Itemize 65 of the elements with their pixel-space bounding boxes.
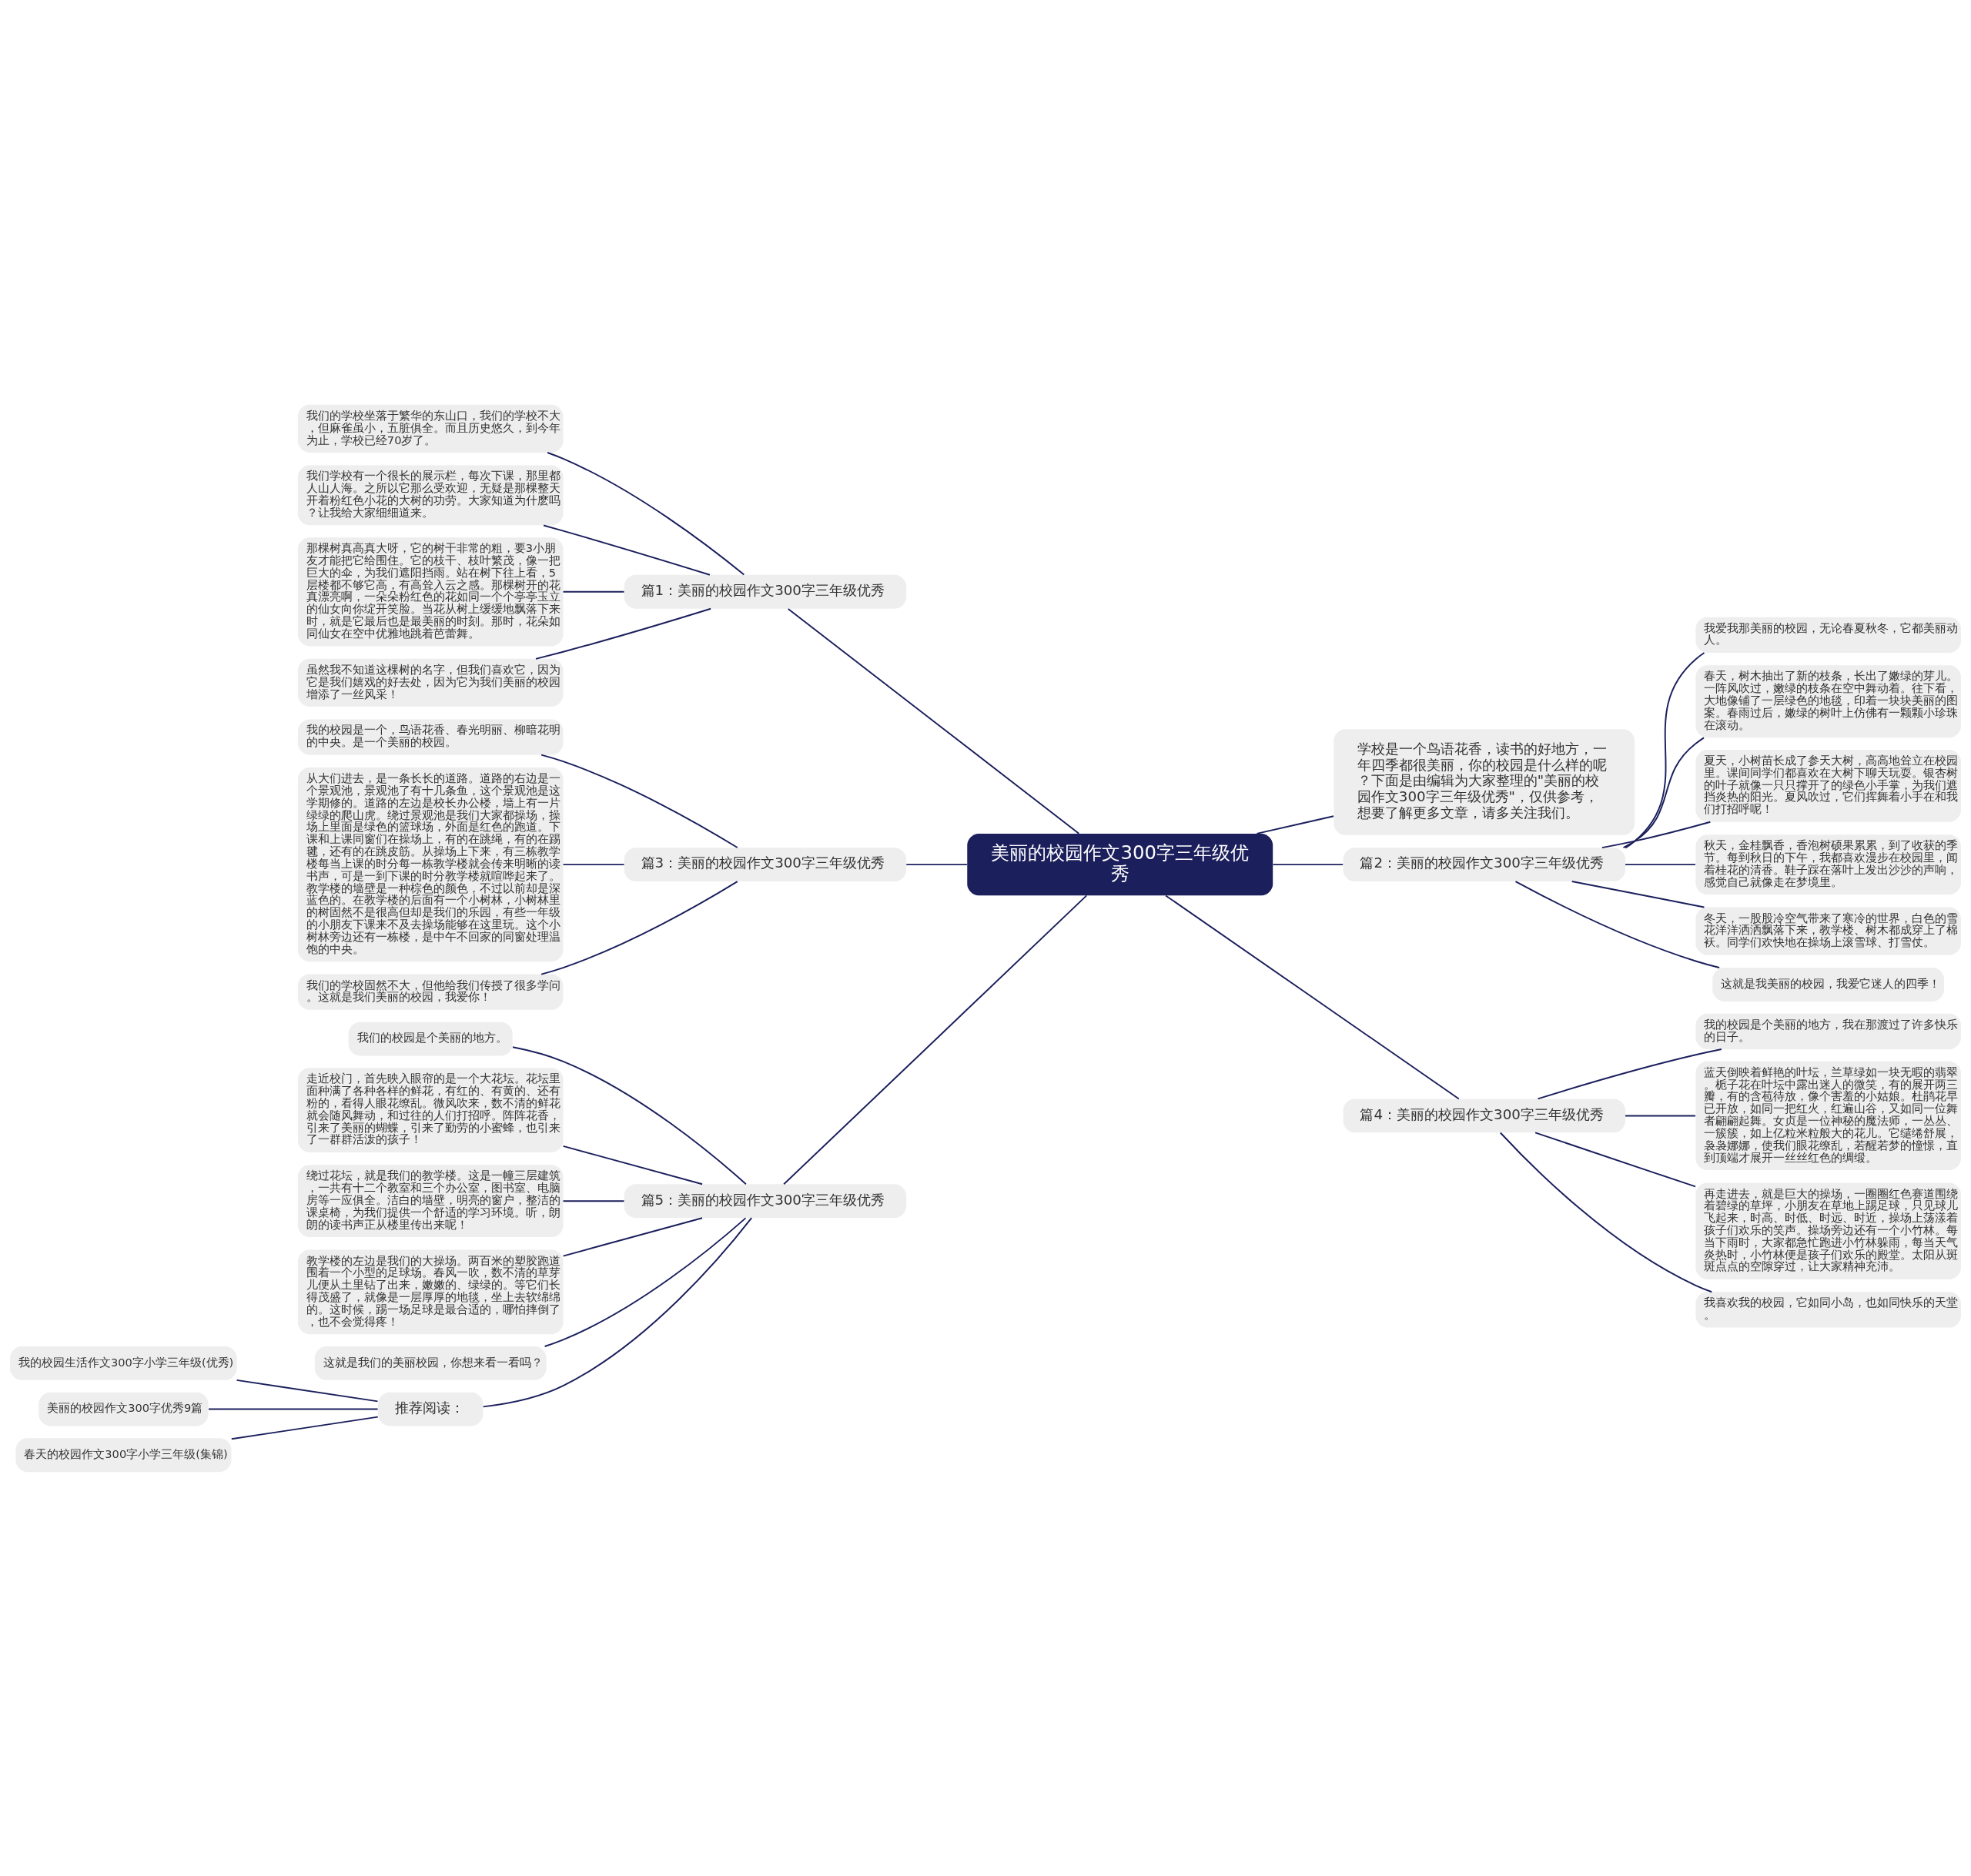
node-box: 从大们进去，是一条长长的道路。道路的右边是一个景观池，景观池了有十几条鱼，这个景观池是这学期修的。道路的左边是校长办公楼，墙上有一片绿绿的爬山虎。绕过景观池是我们大家都操场，操场上里面是绿色的篮球场，外面是红色的跑道。下课和上课同窗们在操场上，有的在跳绳，有的在踢毽，还有的在跳皮筋。从操场上下来，有三栋教学楼每当上课的时分每一栋教学楼就会传来明晰的读书声，可是一到下课的时分教学楼就喧哗起来了。教学楼的墙壁是一种棕色的颜色，不过以前却是深蓝色的。在教学楼的后面有一个小树林，小树林里的树固然不是很高但却是我们的乐园，有些一年级的小朋友下课来不及去操场能够在这里玩。这个小树林旁边还有一栋楼，是中午不回家的同窗处理温饱的中央。	[297, 767, 564, 961]
node-box: 蓝天倒映着鲜艳的叶坛，兰草绿如一块无暇的翡翠。栀子花在叶坛中露出迷人的微笑，有的展开两三瓣，有的含苞待放，像个害羞的小姑娘。杜鹃花早已开放，如同一把红火，红遍山谷，又如同一位舞者翩翩起舞。女贞是一位神秘的魔法师，一丛丛、一簇簇，如上亿粒米粒般大的花儿。它缱绻舒展，袅袅娜娜，使我们眼花缭乱，若醒若梦的憧憬，直到顶端才展开一丝丝红色的绸缎。	[1695, 1061, 1961, 1170]
node-box: 那棵树真高真大呀，它的树干非常的粗，要3小朋友才能把它给围住。它的枝干、枝叶繁茂，像一把巨大的伞，为我们遮阳挡雨。站在树下往上看，5层楼都不够它高，有高耸入云之感。那棵树开的花真漂亮啊，一朵朵粉红色的花如同一个个亭亭玉立的仙女向你绽开笑脸。当花从树上缓缓地飘落下来时，就是它最后也是最美丽的时刻。那时，花朵如同仙女在空中优雅地跳着芭蕾舞。	[297, 537, 564, 646]
connector	[482, 1216, 753, 1407]
connector	[1256, 814, 1334, 834]
connector	[1537, 1048, 1722, 1099]
node-box: 我的校园是一个，鸟语花香、春光明丽、柳暗花明的中央。是一个美丽的校园。	[297, 718, 564, 755]
node-box: 美丽的校园作文300字优秀9篇	[38, 1392, 209, 1426]
node-box: 推荐阅读：	[378, 1392, 484, 1426]
node-box: 这就是我们的美丽校园，你想来看一看吗？	[314, 1346, 547, 1380]
node-box: 夏天，小树苗长成了参天大树，高高地耸立在校园里。课间同学们都喜欢在大树下聊天玩耍。银杏树的叶子就像一只只撑开了的绿色小手掌，为我们遮挡炎热的阳光。夏风吹过，它们挥舞着小手在和我们打招呼呢！	[1695, 749, 1961, 822]
node-box: 我们的校园是个美丽的地方。	[348, 1022, 513, 1055]
node-box: 篇2：美丽的校园作文300字三年级优秀	[1343, 847, 1625, 881]
connector	[1499, 1132, 1713, 1292]
connector	[540, 754, 738, 848]
connector	[1601, 821, 1712, 848]
connector	[905, 863, 968, 865]
connector	[230, 1416, 379, 1440]
node-box: 我爱我那美丽的校园，无论春夏秋冬，它都美丽动人。	[1695, 617, 1961, 653]
node-box: 绕过花坛，就是我们的教学楼。这是一幢三层建筑，一共有十二个教室和三个办公室，图书室、电脑房等一应俱全。洁白的墙壁，明亮的窗户，整洁的课桌椅，为我们提供一个舒适的学习环境。听，朗朗的读书声正从楼里传出来呢！	[297, 1164, 564, 1237]
node-box: 篇5：美丽的校园作文300字三年级优秀	[624, 1183, 907, 1218]
connector	[1571, 880, 1705, 908]
connector	[547, 451, 745, 576]
node-box: 我们学校有一个很长的展示栏，每次下课，那里都人山人海。之所以它那么受欢迎，无疑是那棵整天开着粉红色小花的大树的功劳。大家知道为什麽吗？让我给大家细细道来。	[297, 464, 564, 525]
node-box: 篇4：美丽的校园作文300字三年级优秀	[1343, 1099, 1625, 1132]
connector	[787, 607, 1080, 834]
connector	[1625, 863, 1696, 865]
node-box: 我喜欢我的校园，它如同小岛，也如同快乐的天堂。	[1695, 1291, 1961, 1328]
connector	[1625, 1114, 1696, 1116]
node-box: 我的校园是个美丽的地方，我在那渡过了许多快乐的日子。	[1695, 1013, 1961, 1049]
connector	[562, 1199, 625, 1202]
node-box: 再走进去，就是巨大的操场，一圈圈红色赛道围绕着碧绿的草坪，小朋友在草地上踢足球，只见球儿飞起来，时高、时低、时远、时近，操场上荡漾着孩子们欢乐的笑声。操场旁边还有一个小竹林。每当下雨时，大家都急忙跑进小竹林躲雨，每当天气炎热时，小竹林便是孩子们欢乐的殿堂。太阳从斑斑点点的空隙穿过，让大家精神充沛。	[1695, 1182, 1961, 1279]
node-box: 这就是我美丽的校园，我爱它迷人的四季！	[1712, 967, 1944, 1002]
node-box: 教学楼的左边是我们的大操场。两百米的塑胶跑道围着一个小型的足球场。春风一吹，数不清的草芽儿便从土里钻了出来，嫩嫩的、绿绿的。等它们长得茂盛了，就像是一层厚厚的地毯，坐上去软绵绵的。这时候，踢一场足球是最合适的，哪怕摔倒了，也不会觉得疼！	[297, 1249, 564, 1334]
node-box: 走近校门，首先映入眼帘的是一个大花坛。花坛里面种满了各种各样的鲜花，有红的、有黄的、还有粉的，看得人眼花缭乱。微风吹来，数不清的鲜花就会随风舞动，和过往的人们打招呼。阵阵花香，引来了美丽的蝴蝶，引来了勤劳的小蜜蜂，也引来了一群群活泼的孩子！	[297, 1067, 564, 1152]
connector	[512, 1045, 747, 1185]
connector	[562, 590, 625, 593]
node-box: 虽然我不知道这棵树的名字，但我们喜欢它，因为它是我们嬉戏的好去处，因为它为我们美丽的校园增添了一丝风采！	[297, 658, 564, 707]
connector	[1165, 894, 1460, 1099]
connector	[562, 863, 625, 865]
node-box: 学校是一个鸟语花香，读书的好地方，一年四季都很美丽，你的校园是什么样的呢？下面是由编辑为大家整理的"美丽的校园作文300字三年级优秀"，仅供参考，想要了解更多文章，请多关注我们。	[1334, 728, 1635, 835]
node-box: 美丽的校园作文300字三年级优秀	[967, 833, 1273, 895]
connector	[562, 1216, 703, 1257]
connector	[1514, 880, 1721, 968]
connector	[544, 1216, 747, 1347]
connector	[540, 880, 738, 975]
connector	[1622, 736, 1705, 848]
node-box: 我们的学校坐落于繁华的东山口，我们的学校不大，但麻雀虽小，五脏俱全。而且历史悠久，到今年为止，学校已经70岁了。	[297, 404, 564, 453]
connector	[236, 1379, 379, 1402]
node-box: 篇3：美丽的校园作文300字三年级优秀	[624, 847, 907, 881]
node-box: 秋天，金桂飘香，香泡树硕果累累，到了收获的季节。每到秋日的下午，我都喜欢漫步在校园里，闻着桂花的清香。鞋子踩在落叶上发出沙沙的声响，感觉自己就像走在梦境里。	[1695, 834, 1961, 895]
connector	[543, 524, 711, 576]
connector	[535, 607, 712, 660]
connector	[562, 1145, 703, 1185]
connector	[1272, 863, 1344, 865]
connector	[783, 894, 1088, 1185]
node-box: 篇1：美丽的校园作文300字三年级优秀	[624, 574, 907, 609]
connector	[208, 1408, 379, 1410]
node-box: 冬天，一股股冷空气带来了寒冷的世界，白色的雪花洋洋洒洒飘落下来，教学楼、树木都成穿上了棉袄。同学们欢快地在操场上滚雪球、打雪仗。	[1695, 907, 1961, 955]
node-box: 我的校园生活作文300字小学三年级(优秀)	[10, 1346, 237, 1380]
node-box: 春天的校园作文300字小学三年级(集锦)	[15, 1437, 232, 1472]
connector	[1534, 1131, 1697, 1187]
node-box: 我们的学校固然不大，但他给我们传授了很多学问。这就是我们美丽的校园，我爱你！	[297, 974, 564, 1010]
connector	[1625, 651, 1705, 848]
node-box: 春天，树木抽出了新的枝条，长出了嫩绿的芽儿。一阵风吹过，嫩绿的枝条在空中舞动着。往下看，大地像铺了一层绿色的地毯，印着一块块美丽的图案。春雨过后，嫩绿的树叶上仿佛有一颗颗小珍珠在滚动。	[1695, 664, 1961, 737]
